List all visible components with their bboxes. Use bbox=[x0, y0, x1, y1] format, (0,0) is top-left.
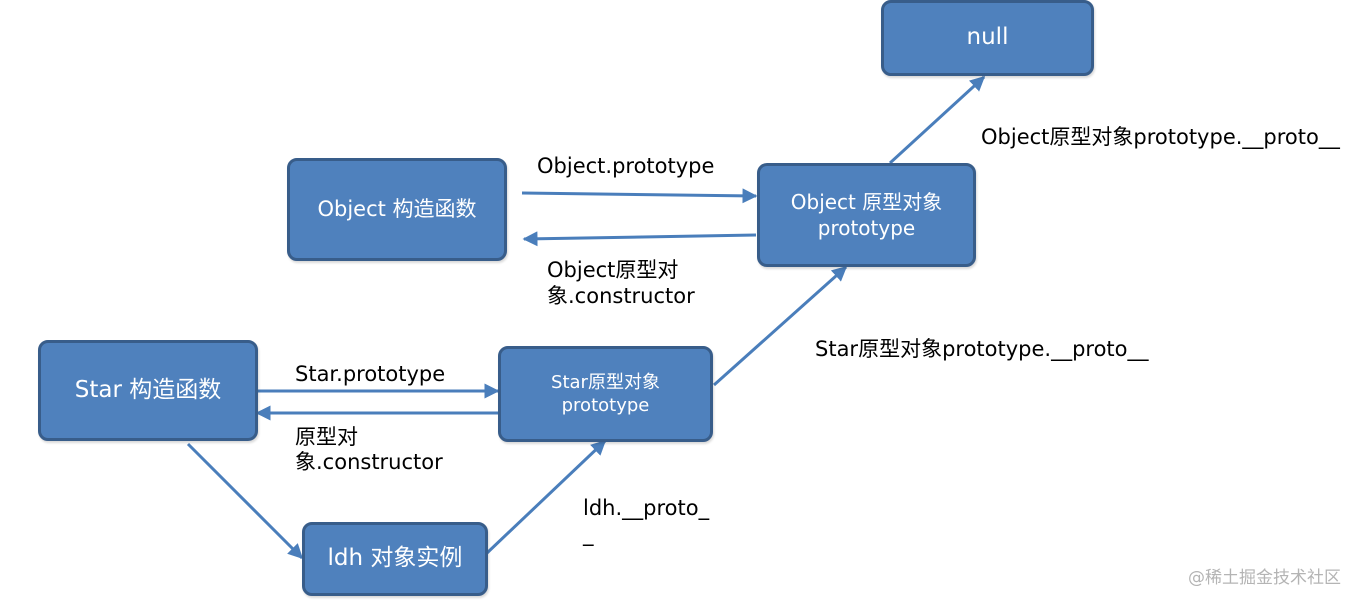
object-prototype-title: Object 原型对象 bbox=[790, 190, 943, 214]
arrow-object-constructor bbox=[522, 231, 757, 247]
watermark: @稀土掘金技术社区 bbox=[1188, 568, 1341, 588]
label-object-proto-proto: Object原型对象prototype.__proto__ bbox=[981, 125, 1340, 149]
arrow-star-ctor-to-ldh bbox=[186, 442, 304, 560]
label-ldh-proto-line1: ldh.__proto_ bbox=[583, 496, 710, 520]
label-ldh-proto-line2: _ bbox=[583, 522, 594, 546]
label-object-constructor-line2: 象.constructor bbox=[547, 284, 695, 308]
label-star-proto-proto: Star原型对象prototype.__proto__ bbox=[815, 337, 1149, 361]
label-object-prototype: Object.prototype bbox=[537, 154, 715, 178]
null-node: null bbox=[881, 0, 1094, 76]
null-node-label: null bbox=[966, 24, 1009, 51]
label-object-constructor-line1: Object原型对 bbox=[547, 258, 679, 282]
label-star-constructor-line1: 原型对 bbox=[295, 425, 358, 449]
star-prototype-title: Star原型对象 bbox=[551, 371, 660, 393]
object-constructor-label: Object 构造函数 bbox=[317, 196, 477, 221]
object-constructor-node: Object 构造函数 bbox=[287, 158, 507, 261]
star-constructor-label: Star 构造函数 bbox=[74, 376, 222, 403]
label-star-constructor-line2: 象.constructor bbox=[295, 450, 443, 474]
star-prototype-subtitle: prototype bbox=[561, 395, 650, 416]
object-prototype-node: Object 原型对象 prototype bbox=[757, 163, 976, 267]
arrow-object-prototype bbox=[521, 188, 758, 204]
arrow-star-proto-to-object-proto bbox=[713, 265, 848, 387]
arrow-object-proto-to-null bbox=[888, 75, 986, 165]
arrow-ldh-to-star-proto bbox=[485, 439, 607, 555]
ldh-instance-node: ldh 对象实例 bbox=[302, 522, 488, 596]
ldh-instance-label: ldh 对象实例 bbox=[327, 545, 463, 572]
star-prototype-node: Star原型对象 prototype bbox=[498, 346, 713, 442]
label-star-prototype: Star.prototype bbox=[295, 362, 446, 386]
star-constructor-node: Star 构造函数 bbox=[38, 340, 258, 441]
object-prototype-subtitle: prototype bbox=[817, 216, 916, 240]
